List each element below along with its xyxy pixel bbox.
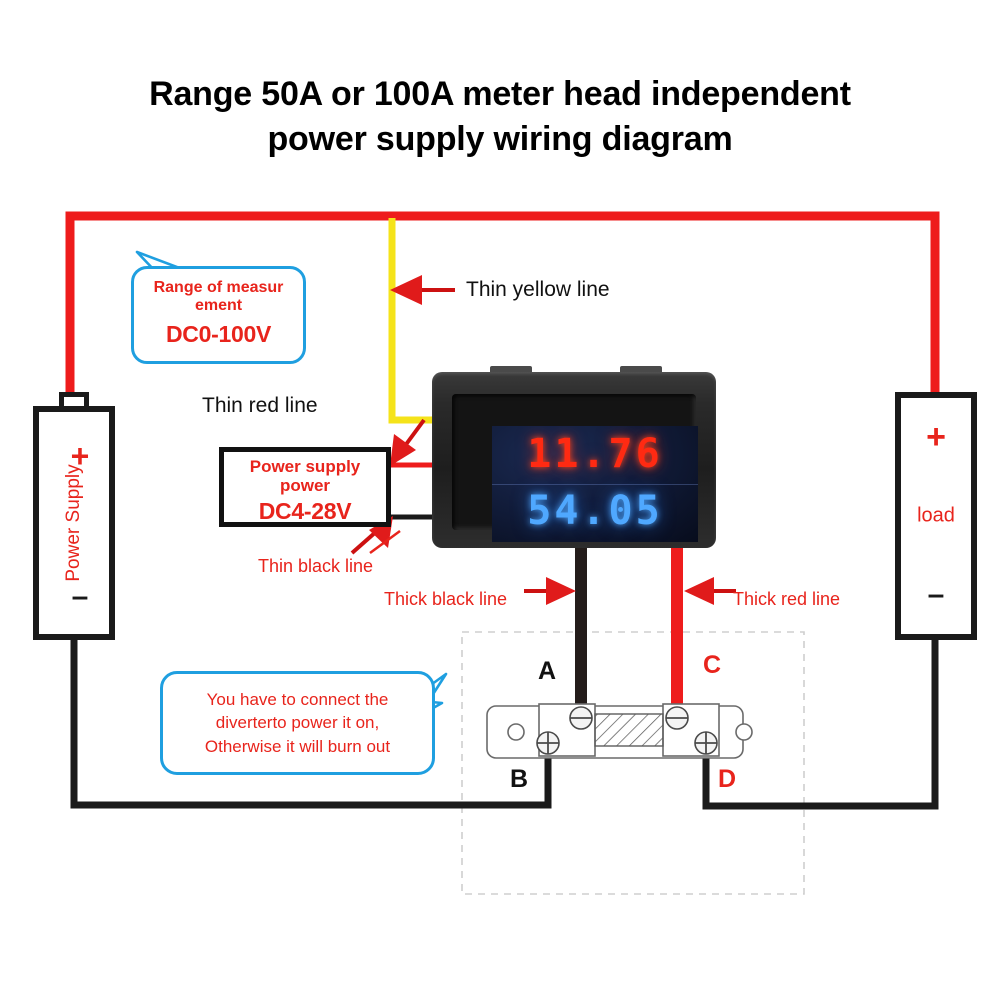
thin-red-line-label: Thin red line: [202, 394, 318, 417]
thin-red-arrow: [390, 418, 426, 466]
page-title: Range 50A or 100A meter head independent…: [0, 72, 1000, 162]
warning-line-1: You have to connect the: [206, 690, 389, 710]
range-callout-text: Range of measur ement: [134, 279, 303, 315]
supply-power-line-1: Power supply: [249, 457, 361, 476]
supply-power-value: DC4-28V: [258, 498, 352, 525]
power-supply-minus-terminal: –: [71, 580, 89, 613]
range-callout-bubble: Range of measur ement DC0-100V: [131, 266, 306, 364]
battery-body: + Power Supply –: [33, 406, 115, 640]
load-minus-terminal: –: [927, 578, 945, 611]
psu-negative-to-shunt-b-wire: [70, 636, 552, 809]
thick-red-line-label: Thick red line: [733, 589, 841, 609]
thick-red-arrow: [684, 577, 736, 605]
thin-black-line-label: Thin black line: [258, 556, 374, 576]
supply-power-callout-box: Power supply power DC4-28V: [219, 447, 391, 527]
load-element: + load –: [895, 392, 977, 640]
supply-power-line-2: power: [279, 475, 331, 495]
meter-housing: 11.76 54.05: [432, 372, 716, 548]
title-line-2: power supply wiring diagram: [267, 119, 733, 158]
power-supply-battery: + Power Supply –: [33, 392, 115, 640]
warning-line-3: Otherwise it will burn out: [204, 736, 391, 756]
power-supply-label: Power Supply: [63, 464, 84, 582]
thick-black-arrow: [524, 577, 576, 605]
warning-callout-bubble: You have to connect the diverterto power…: [160, 671, 435, 775]
digital-panel-meter: 11.76 54.05: [432, 366, 716, 548]
load-plus-terminal: +: [926, 418, 946, 456]
thin-yellow-arrow: [390, 275, 455, 305]
battery-cap: [59, 392, 89, 408]
meter-top-tab-right: [620, 366, 662, 374]
power-supply-plus-terminal: +: [70, 438, 90, 474]
meter-top-tab-left: [490, 366, 532, 374]
warning-line-2: diverterto power it on,: [215, 713, 380, 733]
meter-bezel: 11.76 54.05: [452, 394, 698, 542]
current-shunt: [486, 703, 753, 759]
thick-black-line-label: Thick black line: [384, 589, 508, 609]
voltage-display: 11.76: [527, 431, 663, 477]
current-display: 54.05: [527, 488, 663, 534]
title-line-1: Range 50A or 100A meter head independent: [149, 75, 851, 113]
range-callout-line-2: ement: [194, 296, 243, 314]
main-red-bus-wire: [65, 211, 940, 410]
thin-yellow-line-label: Thin yellow line: [466, 278, 610, 301]
terminal-label-a: A: [538, 657, 557, 685]
terminal-label-d: D: [718, 765, 737, 793]
terminal-label-c: C: [703, 651, 722, 679]
range-callout-line-1: Range of measur: [153, 279, 284, 296]
supply-power-callout-text: Power supply power: [224, 457, 386, 495]
thin-black-label-leader: [369, 529, 401, 555]
shunt-group-dashed-box: [461, 631, 805, 895]
shunt-d-to-load-negative-wire: [702, 632, 939, 810]
load-label: load: [917, 504, 955, 527]
terminal-label-b: B: [510, 765, 529, 793]
meter-screen: 11.76 54.05: [492, 426, 698, 542]
range-callout-value: DC0-100V: [166, 320, 271, 347]
